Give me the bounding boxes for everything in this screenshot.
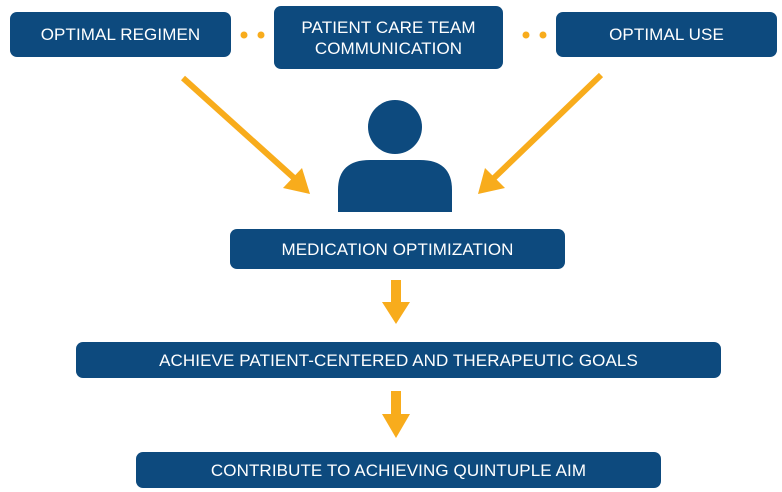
patient-centered-goals-label: ACHIEVE PATIENT-CENTERED AND THERAPEUTIC…	[159, 350, 638, 370]
medication-optimization-box: MEDICATION OPTIMIZATION	[230, 229, 565, 269]
quintuple-aim-label: CONTRIBUTE TO ACHIEVING QUINTUPLE AIM	[210, 460, 587, 480]
optimal-regimen-box: OPTIMAL REGIMEN	[10, 12, 231, 57]
arrow-icon-down-1	[382, 280, 410, 324]
dotted-connector-right	[522, 31, 547, 39]
patient-centered-goals-box: ACHIEVE PATIENT-CENTERED AND THERAPEUTIC…	[76, 342, 721, 378]
quintuple-aim-box: CONTRIBUTE TO ACHIEVING QUINTUPLE AIM	[136, 452, 661, 488]
dotted-connector-left	[240, 31, 265, 39]
patient-care-team-communication-box: PATIENT CARE TEAM COMMUNICATION	[274, 6, 503, 69]
patient-care-team-label-line1: PATIENT CARE TEAM	[301, 17, 476, 37]
patient-care-team-label-line2: COMMUNICATION	[314, 38, 463, 58]
arrow-icon-diagonal-left	[180, 75, 310, 194]
arrow-icon-diagonal-right	[478, 72, 604, 194]
medication-optimization-label: MEDICATION OPTIMIZATION	[281, 239, 514, 259]
optimal-use-box: OPTIMAL USE	[556, 12, 777, 57]
arrow-icon-down-2	[382, 391, 410, 438]
optimal-regimen-label: OPTIMAL REGIMEN	[40, 25, 201, 44]
optimal-use-label: OPTIMAL USE	[609, 25, 724, 44]
person-icon	[338, 100, 452, 212]
